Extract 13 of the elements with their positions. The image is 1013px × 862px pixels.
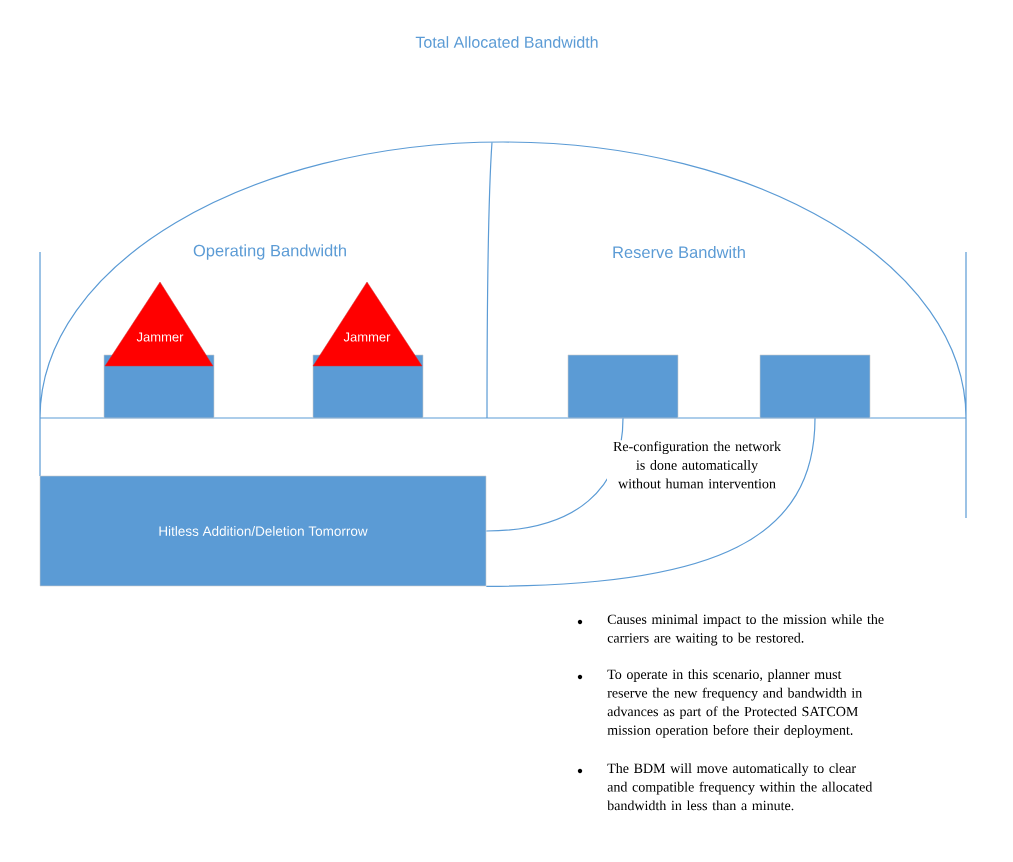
- bullet-item: Causes minimal impact to the mission while the carriers are waiting to be restored.: [577, 614, 884, 646]
- title: Total Allocated Bandwidth: [415, 36, 598, 48]
- bullet-item: The BDM will move automatically to clear and compatible frequency within the allocated bandwidth in less than a minute.: [577, 763, 873, 811]
- bullet-item: To operate in this scenario, planner must reserve the new frequency and bandwidth in advances as part of the Protected SATCOM mission operation before their deployment.: [577, 669, 862, 738]
- jammer-triangle: Jammer: [104, 281, 214, 367]
- bandwidth-block: Hitless Addition/Deletion Tomorrow: [39, 475, 487, 587]
- connector-curve: [485, 417, 816, 587]
- carrier-block: [567, 354, 679, 419]
- carrier-block: [759, 354, 871, 419]
- section-heading: Reserve Bandwith: [613, 245, 745, 259]
- jammer-triangle: Jammer: [312, 281, 423, 367]
- note-text: Re-configuration the network is done automatically without human intervention: [607, 440, 787, 490]
- section-heading: Operating Bandwidth: [193, 244, 346, 260]
